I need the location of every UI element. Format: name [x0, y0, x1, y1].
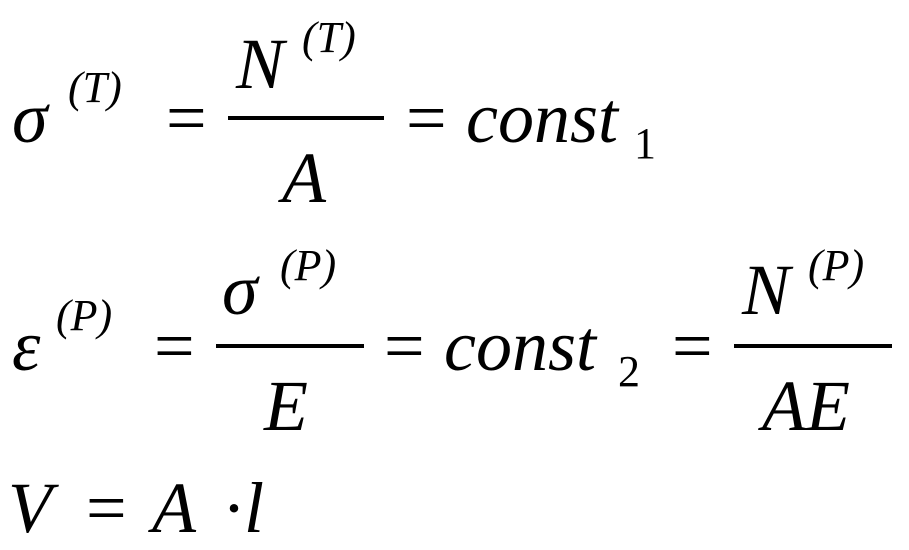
epsilon-symbol: ε	[12, 306, 41, 386]
numerator-superscript-p: (P)	[808, 241, 864, 290]
epsilon-superscript-p: (P)	[56, 291, 112, 340]
multiplication-dot: ·	[222, 468, 246, 548]
denominator-ae: AE	[758, 366, 850, 446]
numerator-n: N	[741, 250, 794, 330]
equals-sign: =	[154, 306, 195, 386]
const-subscript-2: 2	[618, 347, 640, 396]
equals-sign: =	[406, 78, 447, 158]
equals-sign: =	[166, 78, 207, 158]
const-subscript-1: 1	[634, 119, 656, 168]
equation-volume: V = A · l	[8, 468, 264, 548]
sigma-superscript-t: (T)	[68, 63, 122, 112]
denominator-a: A	[278, 138, 327, 218]
equation-strain-p: ε (P) = σ (P) E = const 2 = N (P) AE	[12, 241, 892, 446]
volume-v: V	[8, 468, 59, 548]
numerator-superscript-p: (P)	[280, 241, 336, 290]
sigma-symbol: σ	[12, 78, 50, 158]
numerator-superscript-t: (T)	[302, 13, 356, 62]
const-text: const	[444, 306, 598, 386]
equals-sign: =	[672, 306, 713, 386]
numerator-n: N	[235, 24, 288, 104]
area-a: A	[148, 468, 197, 548]
const-text: const	[466, 78, 620, 158]
denominator-e: E	[263, 366, 308, 446]
length-l: l	[244, 468, 264, 548]
equals-sign: =	[384, 306, 425, 386]
equals-sign: =	[86, 468, 127, 548]
equation-stress-t: σ (T) = N (T) A = const 1	[12, 13, 656, 218]
numerator-sigma: σ	[222, 250, 260, 330]
